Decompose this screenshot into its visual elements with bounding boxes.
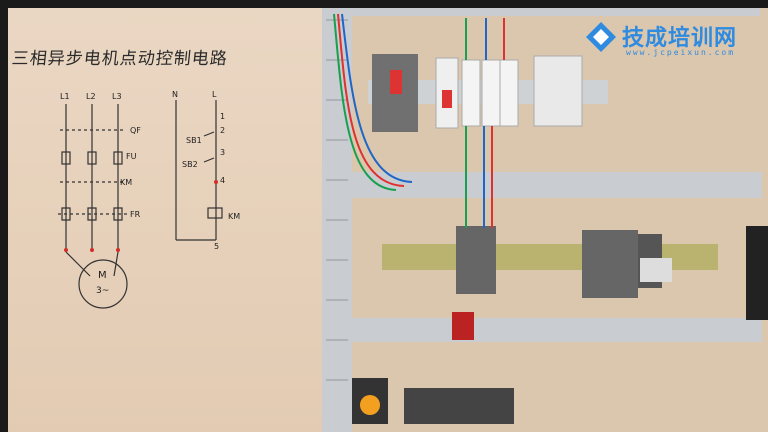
diamond-logo-icon bbox=[586, 22, 616, 52]
label-node-5: 5 bbox=[214, 242, 220, 251]
logo-text: 技成培训网 bbox=[622, 26, 738, 51]
label-l2: L2 bbox=[86, 92, 96, 101]
label-node-1: 1 bbox=[220, 112, 226, 121]
label-l3: L3 bbox=[112, 92, 122, 101]
label-node-4: 4 bbox=[220, 176, 226, 185]
whiteboard bbox=[8, 8, 326, 432]
label-km-coil: KM bbox=[228, 212, 241, 221]
label-motor-phase: 3~ bbox=[96, 286, 110, 296]
label-node-2: 2 bbox=[220, 126, 226, 135]
circuit-drawing bbox=[58, 100, 223, 309]
label-sb1: SB1 bbox=[186, 136, 202, 145]
watermark-logo: 技成培训网 www.jcpeixun.com bbox=[584, 20, 764, 64]
label-qf: QF bbox=[130, 126, 141, 135]
label-km-main: KM bbox=[120, 178, 133, 187]
label-motor-m: M bbox=[98, 270, 107, 281]
label-l1: L1 bbox=[60, 92, 70, 101]
label-fr: FR bbox=[130, 210, 141, 219]
label-l: L bbox=[212, 90, 217, 99]
logo-url: www.jcpeixun.com bbox=[626, 48, 736, 57]
label-n: N bbox=[172, 90, 178, 99]
label-node-3: 3 bbox=[220, 148, 226, 157]
label-sb2: SB2 bbox=[182, 160, 198, 169]
label-fu: FU bbox=[126, 152, 137, 161]
